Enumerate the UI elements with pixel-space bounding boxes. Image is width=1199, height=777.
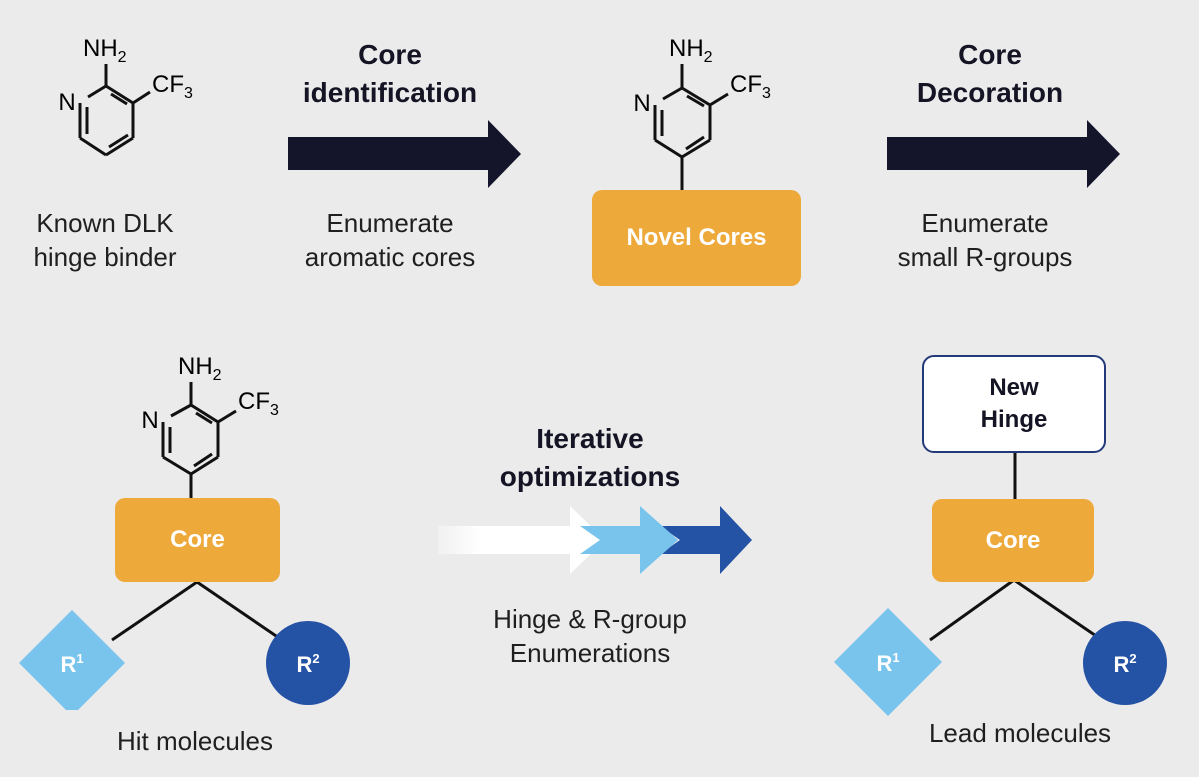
r2-label: R2 bbox=[296, 651, 319, 677]
r1-label: R1 bbox=[876, 650, 899, 676]
r1-label: R1 bbox=[60, 651, 83, 677]
amine-label: NH2 bbox=[669, 35, 713, 66]
cf3-label: CF3 bbox=[730, 71, 771, 102]
cf3-label: CF3 bbox=[238, 388, 279, 419]
molecule-novel-core: N NH2 CF3 bbox=[633, 35, 771, 190]
amine-label: NH2 bbox=[178, 353, 222, 384]
molecule-hit: N NH2 CF3 R1 R2 bbox=[19, 353, 350, 710]
lead-core-box: Core bbox=[932, 499, 1094, 582]
arrow-iterative-optimizations bbox=[438, 506, 752, 574]
arrow-core-decoration bbox=[887, 120, 1120, 188]
r2-circle bbox=[266, 621, 350, 705]
arrow-core-identification bbox=[288, 120, 521, 188]
ring-nitrogen-label: N bbox=[633, 90, 650, 117]
hit-molecules-caption: Hit molecules bbox=[116, 726, 274, 756]
lead-molecules-caption: Lead molecules bbox=[928, 718, 1112, 748]
r1-diamond bbox=[834, 608, 942, 716]
amine-label: NH2 bbox=[83, 35, 127, 66]
arrow-segment-white bbox=[438, 506, 605, 574]
r1-diamond bbox=[19, 610, 125, 710]
r2-circle bbox=[1083, 621, 1167, 705]
arrow-segment-dark-blue bbox=[660, 506, 752, 574]
ring-nitrogen-label: N bbox=[58, 89, 75, 116]
arrow-segment-light-blue bbox=[580, 506, 678, 574]
ring-nitrogen-label: N bbox=[141, 407, 158, 434]
molecule-known-hinge-binder: N NH2 CF3 bbox=[58, 35, 193, 157]
novel-cores-box: Novel Cores bbox=[592, 190, 801, 286]
hit-core-box: Core bbox=[115, 498, 280, 582]
cf3-label: CF3 bbox=[152, 71, 193, 102]
molecule-lead: R1 R2 bbox=[834, 452, 1167, 716]
r2-label: R2 bbox=[1113, 651, 1136, 677]
